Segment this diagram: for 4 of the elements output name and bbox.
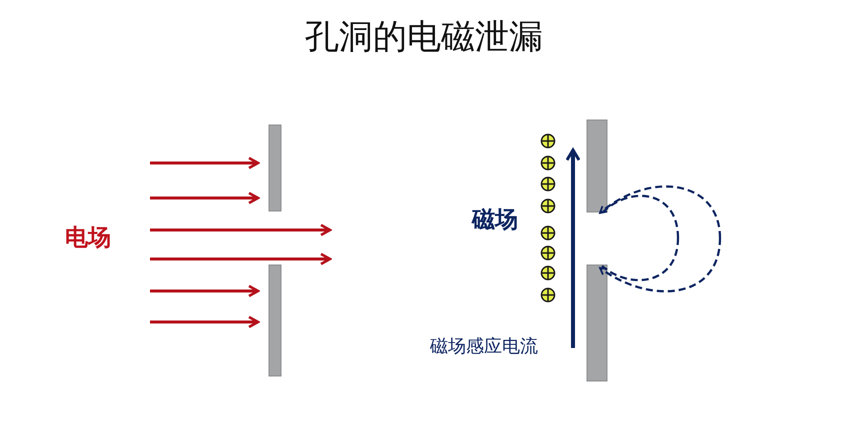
title: 孔洞的电磁泄漏 xyxy=(305,20,543,54)
field-label: 磁场 xyxy=(472,209,518,232)
field-label: 电场 xyxy=(65,227,111,250)
field-label: 磁场感应电流 xyxy=(430,338,538,356)
